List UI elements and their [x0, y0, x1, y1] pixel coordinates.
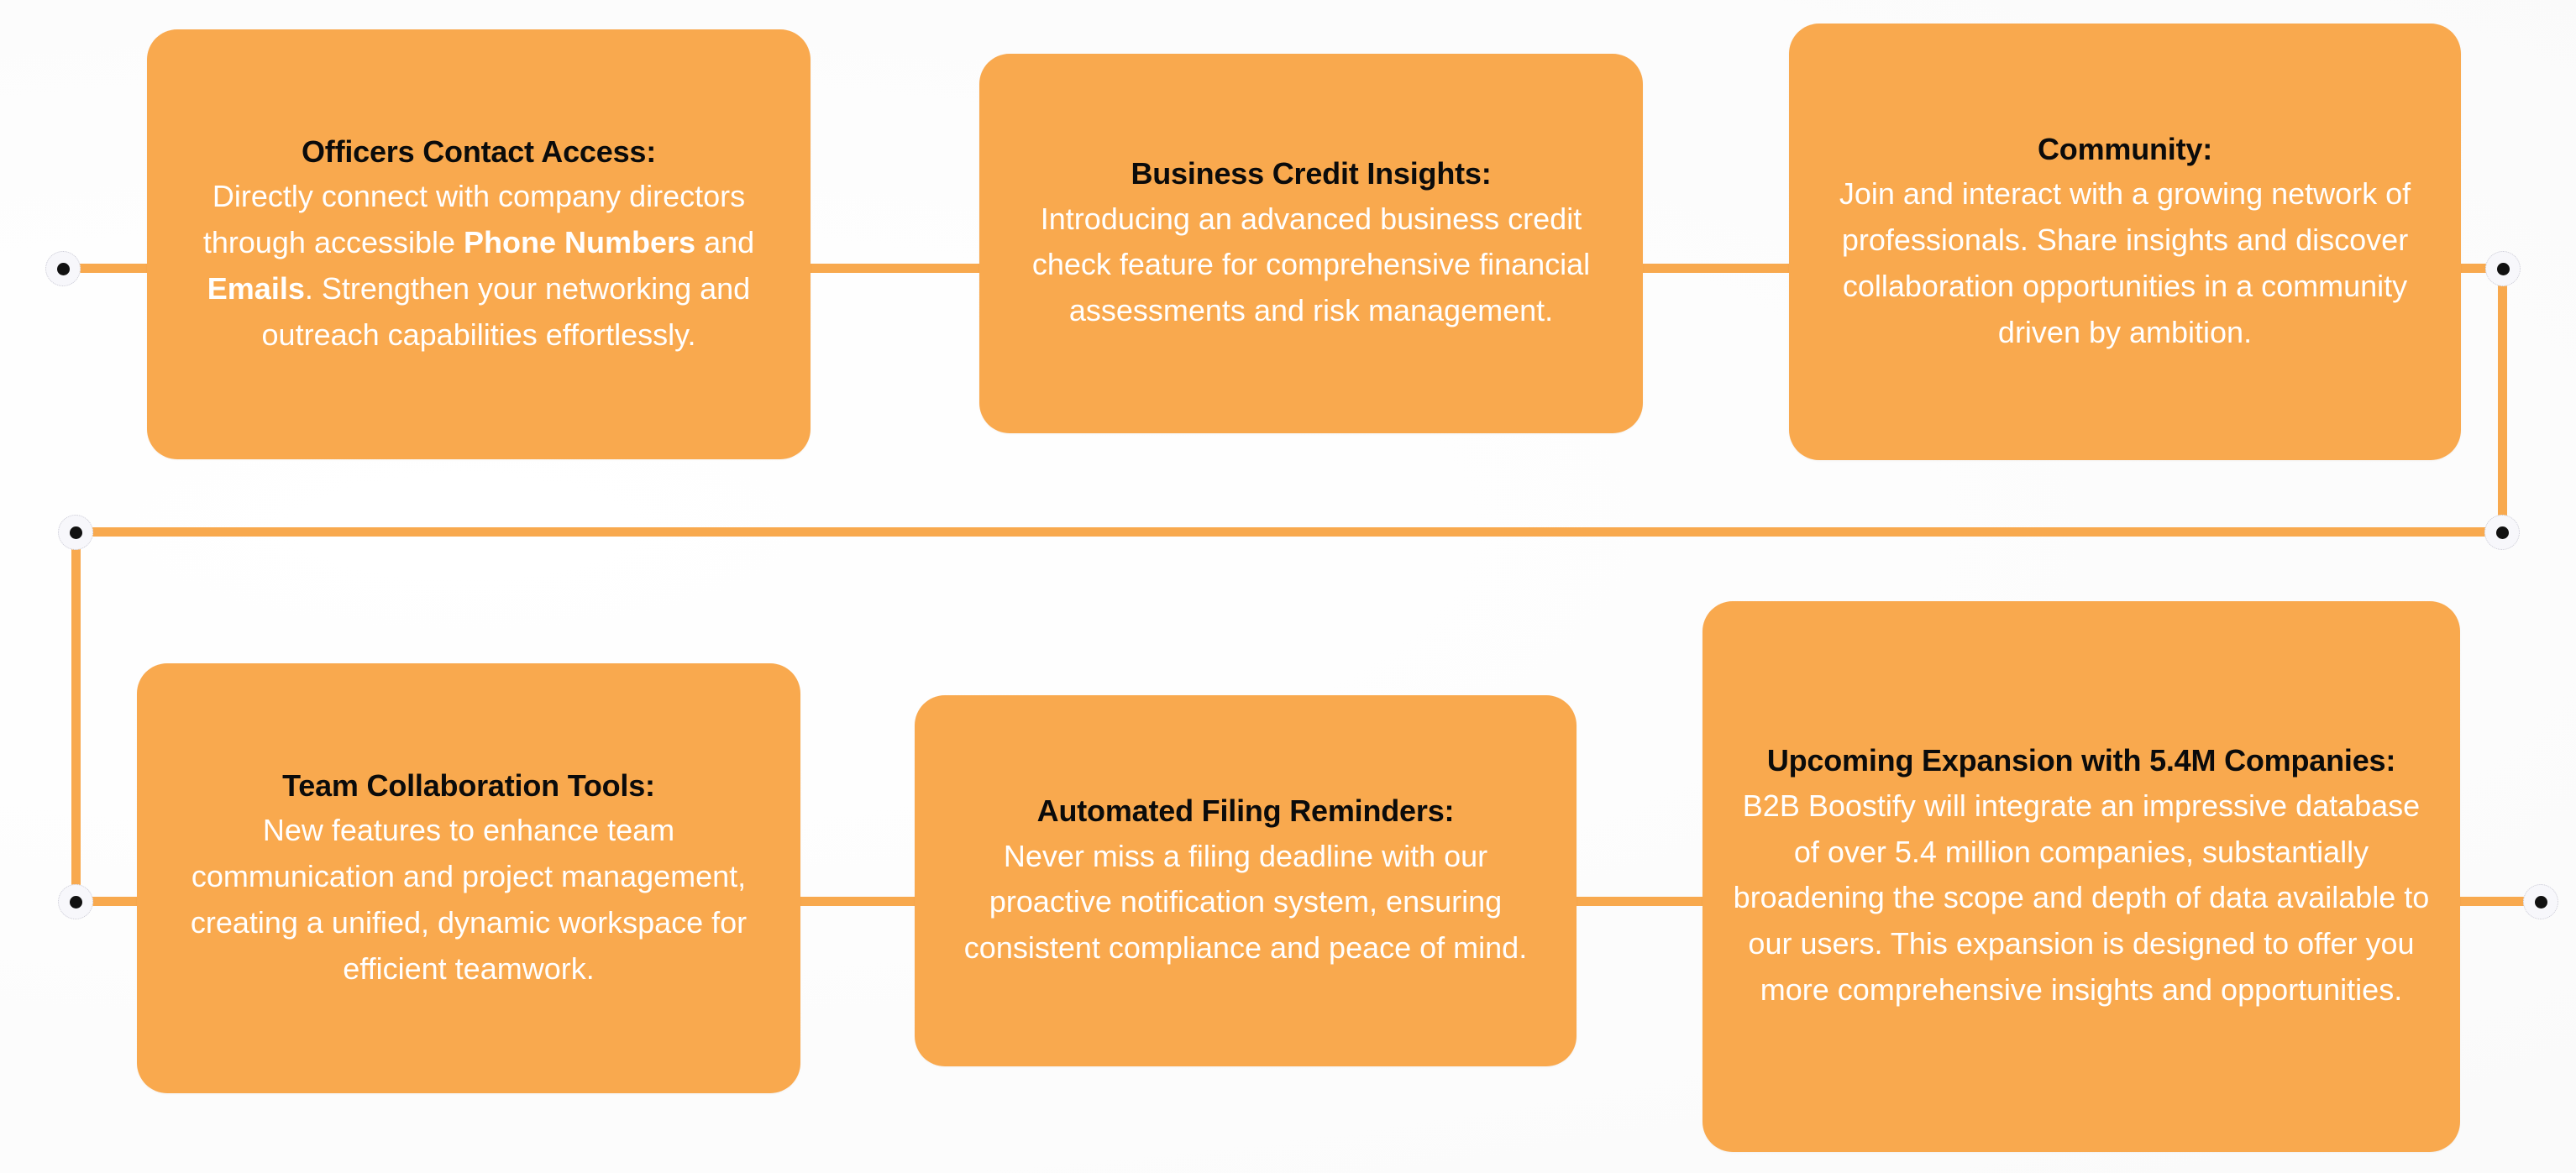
card-upcoming-expansion[interactable]: Upcoming Expansion with 5.4M Companies: …: [1702, 601, 2460, 1152]
connector-row2-lead-in: [76, 897, 143, 906]
card-body: New features to enhance team communicati…: [190, 813, 748, 986]
card-title: Automated Filing Reminders:: [1036, 793, 1455, 829]
connector-row2-card5-card6: [1571, 897, 1706, 906]
card-team-collaboration-tools[interactable]: Team Collaboration Tools: New features t…: [137, 663, 800, 1093]
node-mid-left[interactable]: [58, 515, 93, 550]
connector-middle-horizontal: [76, 527, 2503, 537]
card-officers-contact-access[interactable]: Officers Contact Access: Directly connec…: [147, 29, 811, 459]
connector-row1-lead-out: [2456, 264, 2506, 273]
card-title: Officers Contact Access:: [301, 134, 656, 169]
card-title: Business Credit Insights:: [1131, 156, 1492, 191]
node-row1-end[interactable]: [2485, 251, 2521, 286]
card-community[interactable]: Community: Join and interact with a grow…: [1789, 24, 2461, 460]
card-body: Never miss a filing deadline with our pr…: [963, 838, 1528, 966]
connector-row2-card4-card5: [795, 897, 920, 906]
card-body: Directly connect with company directors …: [202, 179, 755, 352]
connector-row1-card1-card2: [806, 264, 983, 273]
connector-row2-lead-out: [2457, 897, 2542, 906]
card-body: Introducing an advanced business credit …: [1031, 201, 1591, 328]
card-body: B2B Boostify will integrate an impressiv…: [1733, 788, 2430, 1007]
card-body: Join and interact with a growing network…: [1839, 176, 2411, 349]
card-title: Upcoming Expansion with 5.4M Companies:: [1766, 743, 2396, 778]
connector-left-vertical: [71, 532, 81, 905]
connector-row1-lead-in: [63, 264, 151, 273]
node-mid-right[interactable]: [2484, 515, 2520, 550]
card-automated-filing-reminders[interactable]: Automated Filing Reminders: Never miss a…: [915, 695, 1577, 1066]
node-row2-start[interactable]: [58, 884, 93, 919]
card-title: Team Collaboration Tools:: [282, 767, 655, 803]
card-business-credit-insights[interactable]: Business Credit Insights: Introducing an…: [979, 54, 1643, 433]
connector-row1-card2-card3: [1638, 264, 1792, 273]
node-row1-start[interactable]: [45, 251, 81, 286]
node-row2-end[interactable]: [2523, 884, 2558, 919]
card-title: Community:: [2038, 131, 2212, 166]
connector-right-vertical: [2498, 269, 2507, 536]
